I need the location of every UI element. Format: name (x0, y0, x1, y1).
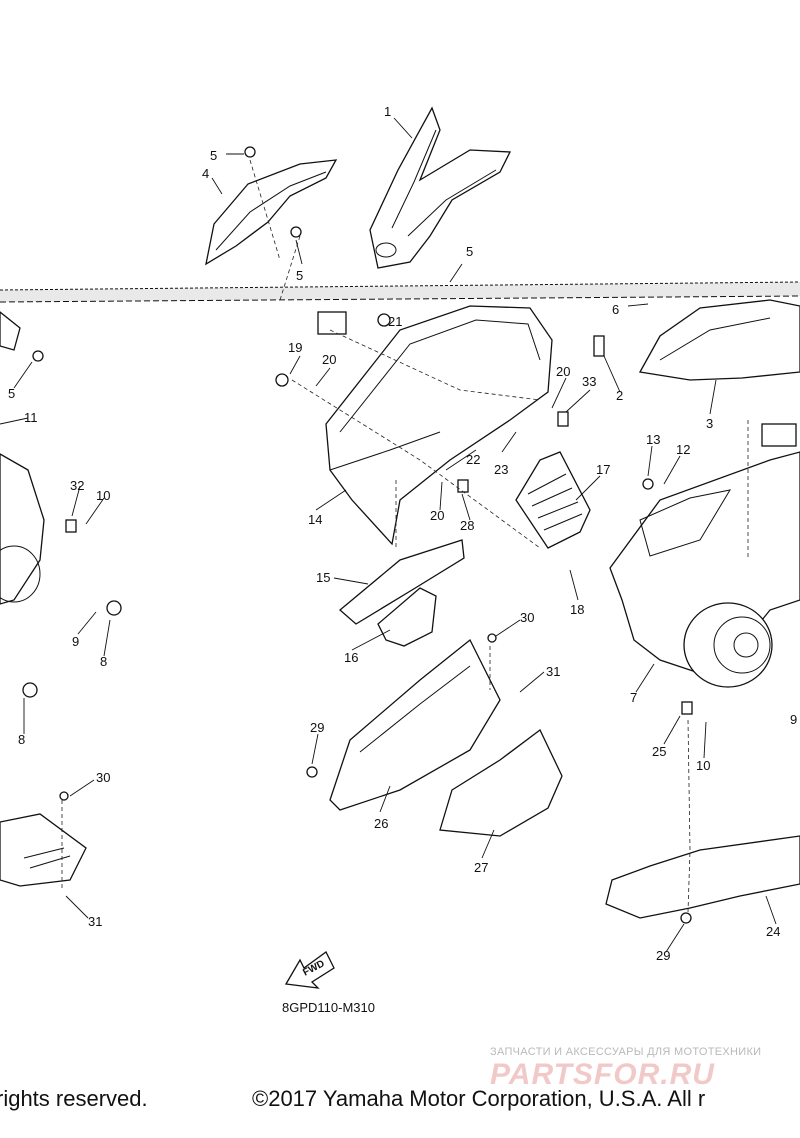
assembly-lines (61, 159, 749, 913)
footer-copyright: ©2017 Yamaha Motor Corporation, U.S.A. A… (252, 1086, 706, 1111)
callout-2: 2 (616, 388, 623, 403)
callout-19: 19 (288, 340, 302, 355)
part-3-panel (638, 299, 800, 381)
callout-10b: 10 (696, 758, 710, 773)
callout-20c: 20 (430, 508, 444, 523)
callout-31b: 31 (88, 914, 102, 929)
left-partial-parts (0, 311, 87, 887)
footer-rights: rights reserved. (0, 1086, 148, 1111)
callout-5b: 5 (296, 268, 303, 283)
callout-29b: 29 (656, 948, 670, 963)
callout-30b: 30 (96, 770, 110, 785)
callout-16: 16 (344, 650, 358, 665)
callout-7: 7 (630, 690, 637, 705)
callout-5d: 5 (8, 386, 15, 401)
callout-12: 12 (676, 442, 690, 457)
callout-22: 22 (466, 452, 480, 467)
part-7-body (609, 451, 800, 688)
callout-8a: 8 (100, 654, 107, 669)
part-15-panel (338, 539, 465, 625)
callout-5c: 5 (466, 244, 473, 259)
callout-10a: 10 (96, 488, 110, 503)
callout-15: 15 (316, 570, 330, 585)
callout-18: 18 (570, 602, 584, 617)
watermark-subtitle: ЗАПЧАСТИ И АКСЕССУАРЫ ДЛЯ МОТОТЕХНИКИ (490, 1046, 762, 1058)
callout-9a: 9 (72, 634, 79, 649)
diagram-code: 8GPD110-M310 (282, 1000, 375, 1015)
callout-32: 32 (70, 478, 84, 493)
callout-labels: 1 2 3 4 5 5 5 5 6 7 8 8 9 9 10 10 11 12 … (8, 104, 797, 963)
callout-8b: 8 (18, 732, 25, 747)
part-1-cowl (369, 106, 512, 269)
callout-23: 23 (494, 462, 508, 477)
callout-25: 25 (652, 744, 666, 759)
callout-28: 28 (460, 518, 474, 533)
callout-17: 17 (596, 462, 610, 477)
callout-14: 14 (308, 512, 322, 527)
callout-3: 3 (706, 416, 713, 431)
callout-9b: 9 (790, 712, 797, 727)
callout-6: 6 (612, 302, 619, 317)
part-24-rail (605, 835, 800, 919)
callout-1: 1 (384, 104, 391, 119)
callout-29a: 29 (310, 720, 324, 735)
callout-5a: 5 (210, 148, 217, 163)
fasteners (22, 146, 797, 924)
callout-26: 26 (374, 816, 388, 831)
separator-band (0, 281, 800, 303)
callout-13: 13 (646, 432, 660, 447)
callout-20a: 20 (322, 352, 336, 367)
part-17-grille (515, 451, 591, 549)
callout-30a: 30 (520, 610, 534, 625)
callout-33: 33 (582, 374, 596, 389)
leader-lines (0, 117, 777, 953)
part-26-undercowl (329, 638, 501, 811)
callout-24: 24 (766, 924, 780, 939)
part-27-undercowl (439, 729, 563, 837)
part-14-inner-panel (325, 305, 553, 546)
callout-4: 4 (202, 166, 209, 181)
fwd-arrow-icon: FWD (284, 951, 335, 989)
part-4-side-cowl (205, 159, 338, 266)
watermark-logo: PARTSFOR.RU (490, 1058, 715, 1091)
callout-27: 27 (474, 860, 488, 875)
callout-20b: 20 (556, 364, 570, 379)
part-16-panel (377, 587, 437, 647)
callout-31a: 31 (546, 664, 560, 679)
callout-11: 11 (24, 410, 38, 425)
callout-21: 21 (388, 314, 402, 329)
